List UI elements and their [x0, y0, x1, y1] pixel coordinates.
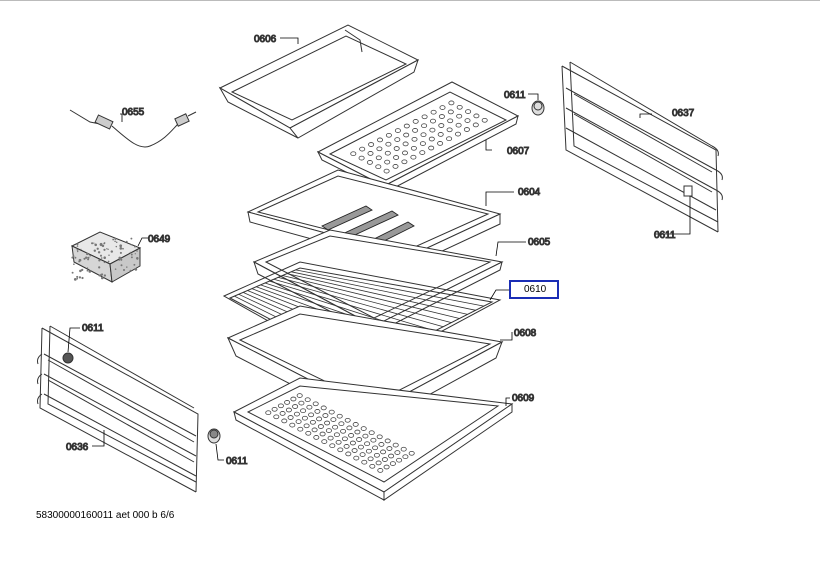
label-0637: 0637 [672, 108, 695, 119]
label-0611-bottom: 0611 [226, 456, 248, 467]
leader-lines [67, 37, 691, 461]
label-0608: 0608 [514, 328, 537, 339]
part-0609-perforated-tray[interactable] [232, 377, 514, 501]
part-0607-perforated-pan[interactable] [316, 81, 520, 193]
label-0610: 0610 [524, 284, 547, 295]
label-0649: 0649 [148, 234, 171, 245]
label-0606: 0606 [254, 34, 277, 45]
part-0655-meat-probe[interactable] [69, 109, 197, 148]
top-divider [0, 0, 820, 1]
label-0611-right: 0611 [654, 230, 676, 241]
part-0606-deep-pan[interactable] [218, 24, 420, 139]
label-0611-top: 0611 [504, 90, 526, 101]
part-0611-clip-top[interactable] [531, 100, 545, 116]
label-0604: 0604 [518, 187, 541, 198]
label-0609: 0609 [512, 393, 535, 404]
label-0611-left: 0611 [82, 323, 104, 334]
label-0636: 0636 [66, 442, 89, 453]
part-0637-right-shelf-rail[interactable] [561, 61, 723, 233]
part-labels: 0606 0607 0655 0611 0637 0604 0611 0649 … [66, 34, 696, 468]
part-0649-cleaning-sponge[interactable] [70, 231, 142, 283]
part-0636-left-shelf-rail[interactable] [37, 325, 199, 493]
document-code: 58300000160011 aet 000 b 6/6 [36, 510, 175, 521]
part-0611-clip-bottom[interactable] [207, 428, 221, 444]
highlighted-part-box[interactable] [509, 280, 559, 299]
label-0607: 0607 [507, 146, 530, 157]
label-0605: 0605 [528, 237, 551, 248]
label-0655: 0655 [122, 107, 145, 118]
